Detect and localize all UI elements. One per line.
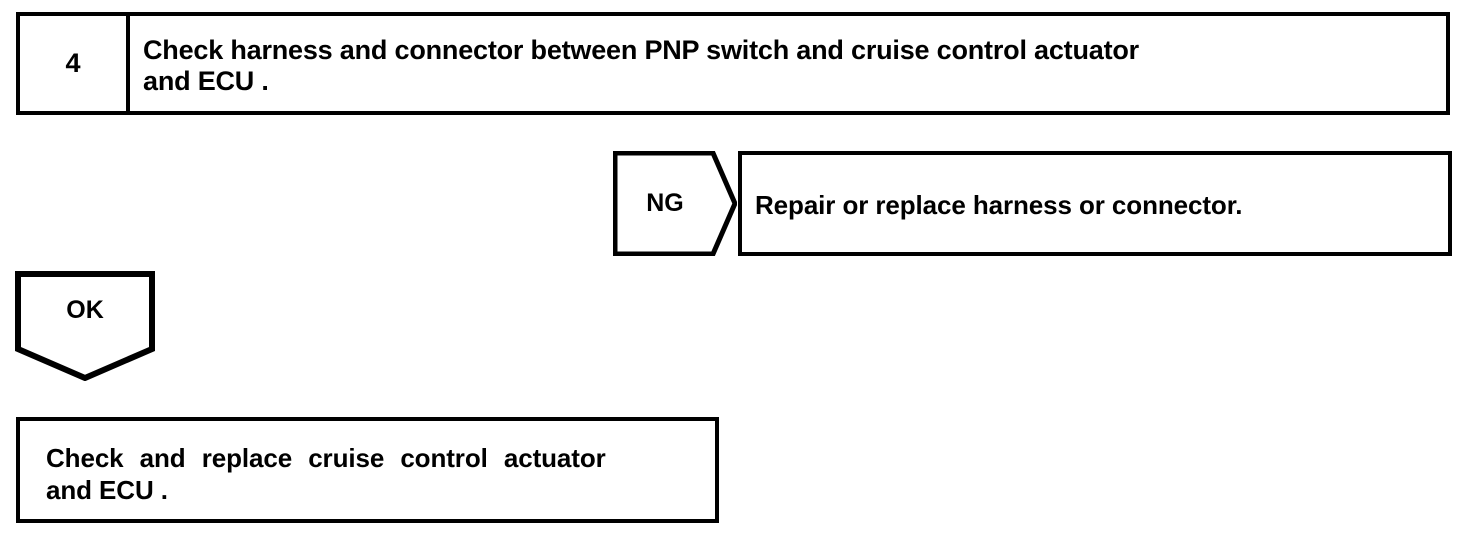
step-row-box: 4 Check harness and connector between PN… xyxy=(16,12,1450,115)
ng-branch-label: NG xyxy=(646,189,684,217)
step-instruction-line-1: Check harness and connector between PNP … xyxy=(143,35,1139,65)
arrow-down-pentagon-icon xyxy=(15,271,155,381)
ok-result-text: Check and replace cruise control actuato… xyxy=(46,442,694,506)
arrow-right-pentagon-icon xyxy=(613,151,737,256)
ng-result-text: Repair or replace harness or connector. xyxy=(755,190,1243,220)
step-instruction-text: Check harness and connector between PNP … xyxy=(143,35,1433,97)
ok-result-line-1: Check and replace cruise control actuato… xyxy=(46,443,606,473)
step-number-cell: 4 xyxy=(20,16,130,111)
ok-branch-arrow: OK xyxy=(15,271,155,381)
step-instruction-line-2: and ECU . xyxy=(143,66,269,96)
ng-result-box: Repair or replace harness or connector. xyxy=(738,151,1452,256)
ok-branch-label: OK xyxy=(66,295,104,324)
ok-result-line-2: and ECU . xyxy=(46,475,168,505)
ok-result-box: Check and replace cruise control actuato… xyxy=(16,417,719,523)
ng-branch-arrow: NG xyxy=(613,151,737,256)
step-number: 4 xyxy=(65,48,81,78)
